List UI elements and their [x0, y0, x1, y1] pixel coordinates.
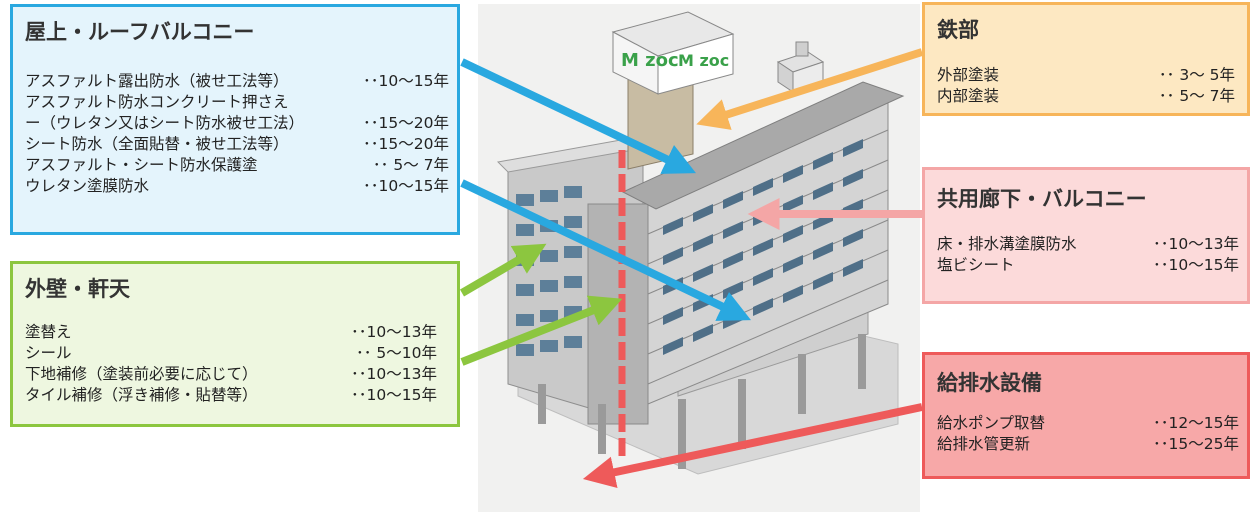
- list-item: 塩ビシート･･10～15年: [937, 256, 1239, 274]
- list-item: 下地補修（塗装前必要に応じて）･･10～13年: [25, 365, 437, 383]
- tank-sign-right: M zoc: [678, 51, 729, 70]
- list-item: 外部塗装･･ 3～ 5年: [937, 66, 1235, 84]
- core-wall: [587, 203, 649, 425]
- list-item: 塗替え･･10～13年: [25, 323, 437, 341]
- list-item: シール･･ 5～10年: [25, 344, 437, 362]
- list-item: ー（ウレタン又はシート防水被せ工法）･･15～20年: [25, 114, 449, 132]
- list-item: 内部塗装･･ 5～ 7年: [937, 87, 1235, 105]
- list-item: 給水ポンプ取替･･12～15年: [937, 414, 1239, 432]
- list-item: 床・排水溝塗膜防水･･10～13年: [937, 235, 1239, 253]
- building-illustration: M zoc M zoc: [478, 4, 920, 512]
- tank-sign-left: M zoc: [621, 50, 679, 71]
- list-item: ウレタン塗膜防水･･10～15年: [25, 177, 449, 195]
- plumbing-panel: 給排水設備 給水ポンプ取替･･12～15年 給排水管更新･･15～25年: [922, 352, 1250, 479]
- corridor-balcony-title: 共用廊下・バルコニー: [937, 187, 1147, 211]
- exterior-wall-panel: 外壁・軒天 塗替え･･10～13年 シール･･ 5～10年 下地補修（塗装前必要…: [10, 261, 460, 427]
- corridor-balcony-panel: 共用廊下・バルコニー 床・排水溝塗膜防水･･10～13年 塩ビシート･･10～1…: [922, 167, 1250, 304]
- rooftop-vent: [795, 41, 809, 57]
- list-item: シート防水（全面貼替・被せ工法等）･･15～20年: [25, 135, 449, 153]
- plumbing-list: 給水ポンプ取替･･12～15年 給排水管更新･･15～25年: [937, 413, 1239, 455]
- list-item: アスファルト露出防水（被せ工法等）･･10～15年: [25, 72, 449, 90]
- list-item: アスファルト・シート防水保護塗･･ 5～ 7年: [25, 156, 449, 174]
- corridor-balcony-list: 床・排水溝塗膜防水･･10～13年 塩ビシート･･10～15年: [937, 234, 1239, 276]
- roof-balcony-panel: 屋上・ルーフバルコニー アスファルト露出防水（被せ工法等）･･10～15年 アス…: [10, 4, 460, 235]
- exterior-wall-title: 外壁・軒天: [25, 277, 130, 301]
- ironwork-panel: 鉄部 外部塗装･･ 3～ 5年 内部塗装･･ 5～ 7年: [922, 2, 1250, 116]
- list-item: タイル補修（浮き補修・貼替等）･･10～15年: [25, 386, 437, 404]
- ironwork-list: 外部塗装･･ 3～ 5年 内部塗装･･ 5～ 7年: [937, 65, 1235, 107]
- list-item: アスファルト防水コンクリート押さえ: [25, 93, 289, 111]
- roof-balcony-list: アスファルト露出防水（被せ工法等）･･10～15年 アスファルト防水コンクリート…: [25, 71, 449, 197]
- plumbing-title: 給排水設備: [937, 371, 1042, 395]
- list-item: 給排水管更新･･15～25年: [937, 435, 1239, 453]
- roof-balcony-title: 屋上・ルーフバルコニー: [25, 20, 255, 44]
- ironwork-title: 鉄部: [937, 18, 979, 42]
- exterior-wall-list: 塗替え･･10～13年 シール･･ 5～10年 下地補修（塗装前必要に応じて）･…: [25, 322, 437, 406]
